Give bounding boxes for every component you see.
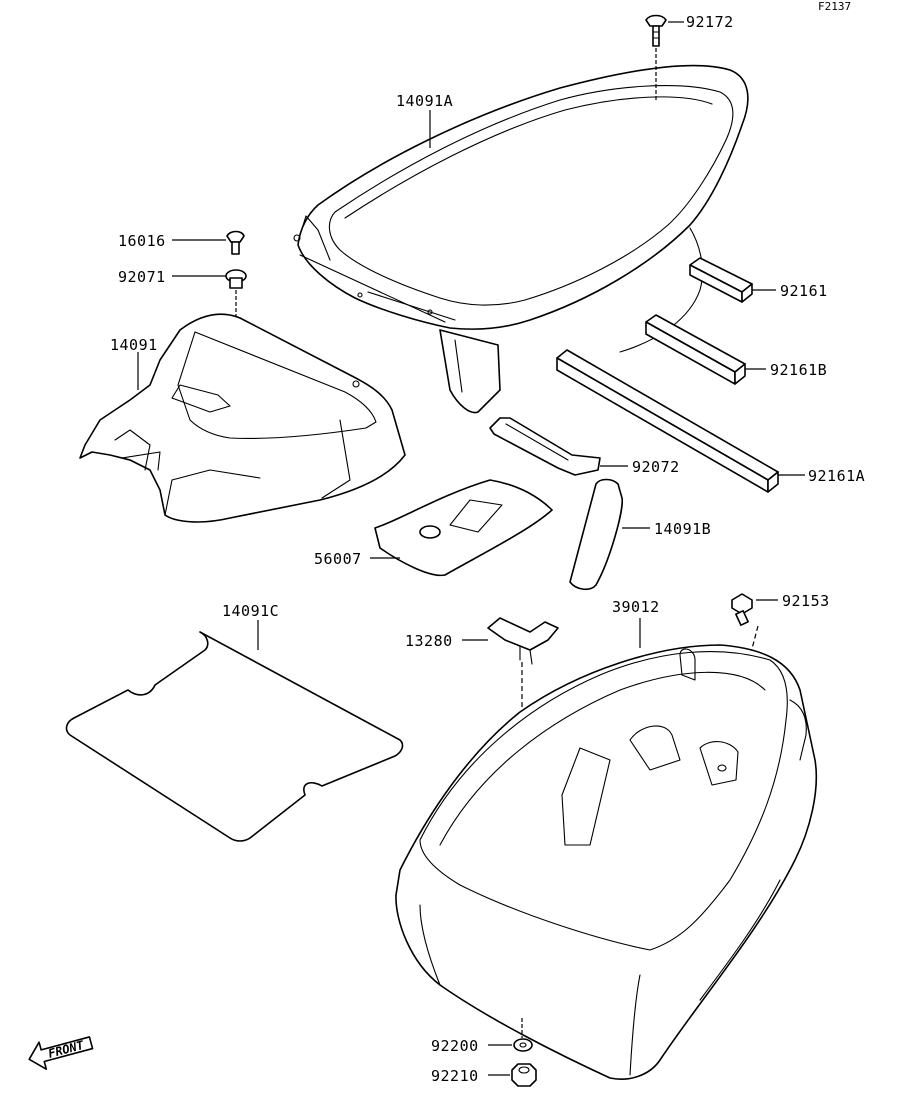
part-92172-screw [645,14,667,100]
figure-code: F2137 [818,0,851,13]
callout-56007: 56007 [314,550,362,568]
callout-14091B: 14091B [654,520,711,538]
front-label: FRONT [47,1038,86,1061]
callout-39012: 39012 [612,598,660,616]
callout-16016: 16016 [118,232,166,250]
part-16016-pin [226,230,245,255]
callout-13280: 13280 [405,632,453,650]
part-92210-nut [511,1063,537,1087]
part-92200-washer [513,1038,533,1052]
leader-lines [137,21,805,1076]
callout-92210: 92210 [431,1067,479,1085]
part-92161B-pad [645,314,746,385]
callout-labels: 92172 14091A 16016 92071 14091 92161 921… [110,13,865,1085]
callout-92153: 92153 [782,592,830,610]
callout-92072: 92072 [632,458,680,476]
callout-92161: 92161 [780,282,828,300]
front-direction-marker: FRONT [28,1036,94,1071]
callout-92200: 92200 [431,1037,479,1055]
part-14091-cover [79,313,406,523]
callout-92161B: 92161B [770,361,827,379]
part-39012-storage-case [395,644,818,1080]
part-92161-pad [689,257,753,303]
part-14091A-seat-tray [293,64,749,414]
part-14091B-pad [569,478,623,591]
part-92072-strap [489,417,601,476]
callout-92071: 92071 [118,268,166,286]
part-92071-grommet [225,269,247,338]
part-14091C-mat [65,631,404,842]
callout-14091C: 14091C [222,602,279,620]
callout-92172: 92172 [686,13,734,31]
callout-14091: 14091 [110,336,158,354]
part-56007-cover [374,479,553,577]
part-92161A-pad [556,349,779,493]
callout-14091A: 14091A [396,92,453,110]
callout-92161A: 92161A [808,467,865,485]
